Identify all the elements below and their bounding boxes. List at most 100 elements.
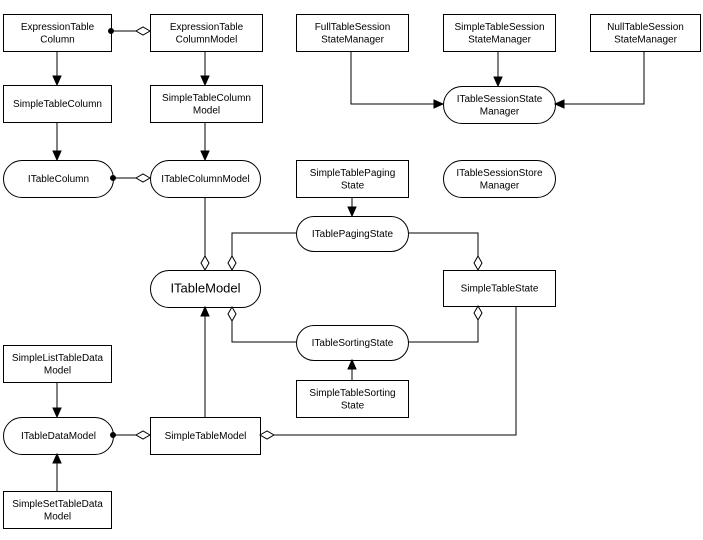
edge-aggregation-simpletablestate-to-simpletablemodel — [260, 306, 517, 436]
class-box — [296, 160, 409, 198]
node-itablecolumnmodel[interactable]: ITableColumnModel — [150, 160, 261, 198]
node-label: NullTableSession — [607, 22, 684, 33]
edge-markers-expressiontablecolumnmodel-to-simpletablecolumnmodel — [200, 75, 210, 87]
node-simpletablemodel[interactable]: SimpleTableModel — [150, 417, 261, 455]
generalization-arrowhead — [52, 150, 62, 162]
node-itablepagingstate[interactable]: ITablePagingState — [296, 216, 409, 252]
node-label: Column — [40, 34, 74, 45]
edge-markers-itablecolumn-to-itablecolumnmodel — [110, 173, 152, 183]
edge-generalization-fulltablesessionstatemanager-to-itablesessionstatemanager — [350, 51, 443, 105]
generalization-arrowhead — [347, 206, 357, 218]
aggregation-diamond — [227, 254, 237, 272]
class-box — [3, 14, 112, 52]
node-label: ExpressionTable — [21, 22, 95, 33]
edge-markers-fulltablesessionstatemanager-to-itablesessionstatemanager — [433, 99, 445, 109]
node-itabledatamodel[interactable]: ITableDataModel — [3, 417, 114, 455]
markers-layer — [52, 26, 565, 464]
node-label: State — [341, 180, 365, 191]
aggregation-diamond — [473, 254, 483, 272]
class-box — [150, 417, 261, 455]
node-label: ITablePagingState — [312, 229, 394, 240]
generalization-arrowhead — [493, 76, 503, 88]
node-label: ITableSortingState — [312, 338, 394, 349]
node-label: Model — [44, 511, 71, 522]
aggregation-diamond — [134, 26, 152, 36]
node-label: Model — [193, 105, 220, 116]
edge-generalization-nulltablesessionstatemanager-to-itablesessionstatemanager — [555, 51, 645, 105]
node-label: SimpleTablePaging — [310, 168, 396, 179]
generalization-arrowhead — [52, 452, 62, 464]
aggregation-diamond — [227, 305, 237, 323]
node-label: ITableModel — [170, 281, 240, 296]
edge-markers-itablepagingstate-to-simpletablestate — [473, 254, 483, 272]
node-simpletablestate[interactable]: SimpleTableState — [443, 270, 556, 307]
edge-aggregation-itablepagingstate-to-itablemodel — [231, 232, 296, 270]
class-box — [150, 85, 263, 123]
edge-markers-simplesettabledatamodel-to-itabledatamodel — [52, 452, 62, 464]
generalization-arrowhead — [200, 305, 210, 317]
node-itablecolumn[interactable]: ITableColumn — [3, 160, 114, 198]
class-box — [590, 14, 701, 52]
node-label: StateManager — [614, 34, 677, 45]
edge-markers-itablepagingstate-to-itablemodel — [227, 254, 237, 272]
class-box — [150, 14, 263, 52]
aggregation-diamond — [200, 254, 210, 272]
generalization-arrowhead — [433, 99, 445, 109]
interface-shape — [443, 160, 556, 198]
node-label: ITableSessionState — [457, 94, 543, 105]
node-label: SimpleTableState — [461, 284, 539, 295]
node-label: SimpleSetTableData — [12, 499, 103, 510]
class-box — [3, 491, 112, 529]
edge-aggregation-itablesortingstate-to-simpletablestate — [408, 306, 479, 343]
node-label: ITableColumn — [28, 174, 89, 185]
node-label: ITableSessionStore — [456, 168, 543, 179]
generalization-arrowhead — [200, 150, 210, 162]
nodes-layer: ExpressionTableColumnExpressionTableColu… — [3, 14, 701, 529]
association-dot — [108, 28, 114, 34]
node-label: SimpleTableColumn — [13, 99, 102, 110]
edge-markers-expressiontablecolumn-to-simpletablecolumn — [52, 75, 62, 87]
edges-layer — [56, 30, 645, 491]
edge-markers-itabledatamodel-to-simpletablemodel — [110, 430, 152, 440]
generalization-arrowhead — [52, 75, 62, 87]
aggregation-diamond — [134, 430, 152, 440]
association-dot — [110, 175, 116, 181]
node-label: SimpleTableSorting — [309, 388, 395, 399]
association-dot — [110, 432, 116, 438]
node-label: Manager — [480, 180, 520, 191]
node-simpletablecolumn[interactable]: SimpleTableColumn — [3, 85, 112, 123]
edge-line — [231, 307, 296, 343]
aggregation-diamond — [134, 173, 152, 183]
class-box — [443, 14, 556, 52]
node-itablesortingstate[interactable]: ITableSortingState — [296, 325, 409, 361]
edge-aggregation-itablesortingstate-to-itablemodel — [231, 307, 296, 343]
aggregation-diamond — [258, 430, 276, 440]
node-itablemodel[interactable]: ITableModel — [150, 270, 261, 308]
generalization-arrowhead — [347, 358, 357, 370]
edge-line — [555, 51, 645, 105]
generalization-arrowhead — [52, 407, 62, 419]
edge-markers-nulltablesessionstatemanager-to-itablesessionstatemanager — [553, 99, 565, 109]
edge-markers-simpletablesessionstatemanager-to-itablesessionstatemanager — [493, 76, 503, 88]
class-box — [296, 380, 409, 418]
edge-markers-expressiontablecolumn-to-expressiontablecolumnmodel — [108, 26, 152, 36]
node-label: SimpleTableSession — [454, 22, 544, 33]
edge-markers-simpletablesortingstate-to-itablesortingstate — [347, 358, 357, 370]
node-label: ITableDataModel — [21, 431, 96, 442]
node-label: ITableColumnModel — [161, 174, 249, 185]
edge-markers-itablesortingstate-to-simpletablestate — [473, 304, 483, 322]
node-label: State — [341, 400, 365, 411]
